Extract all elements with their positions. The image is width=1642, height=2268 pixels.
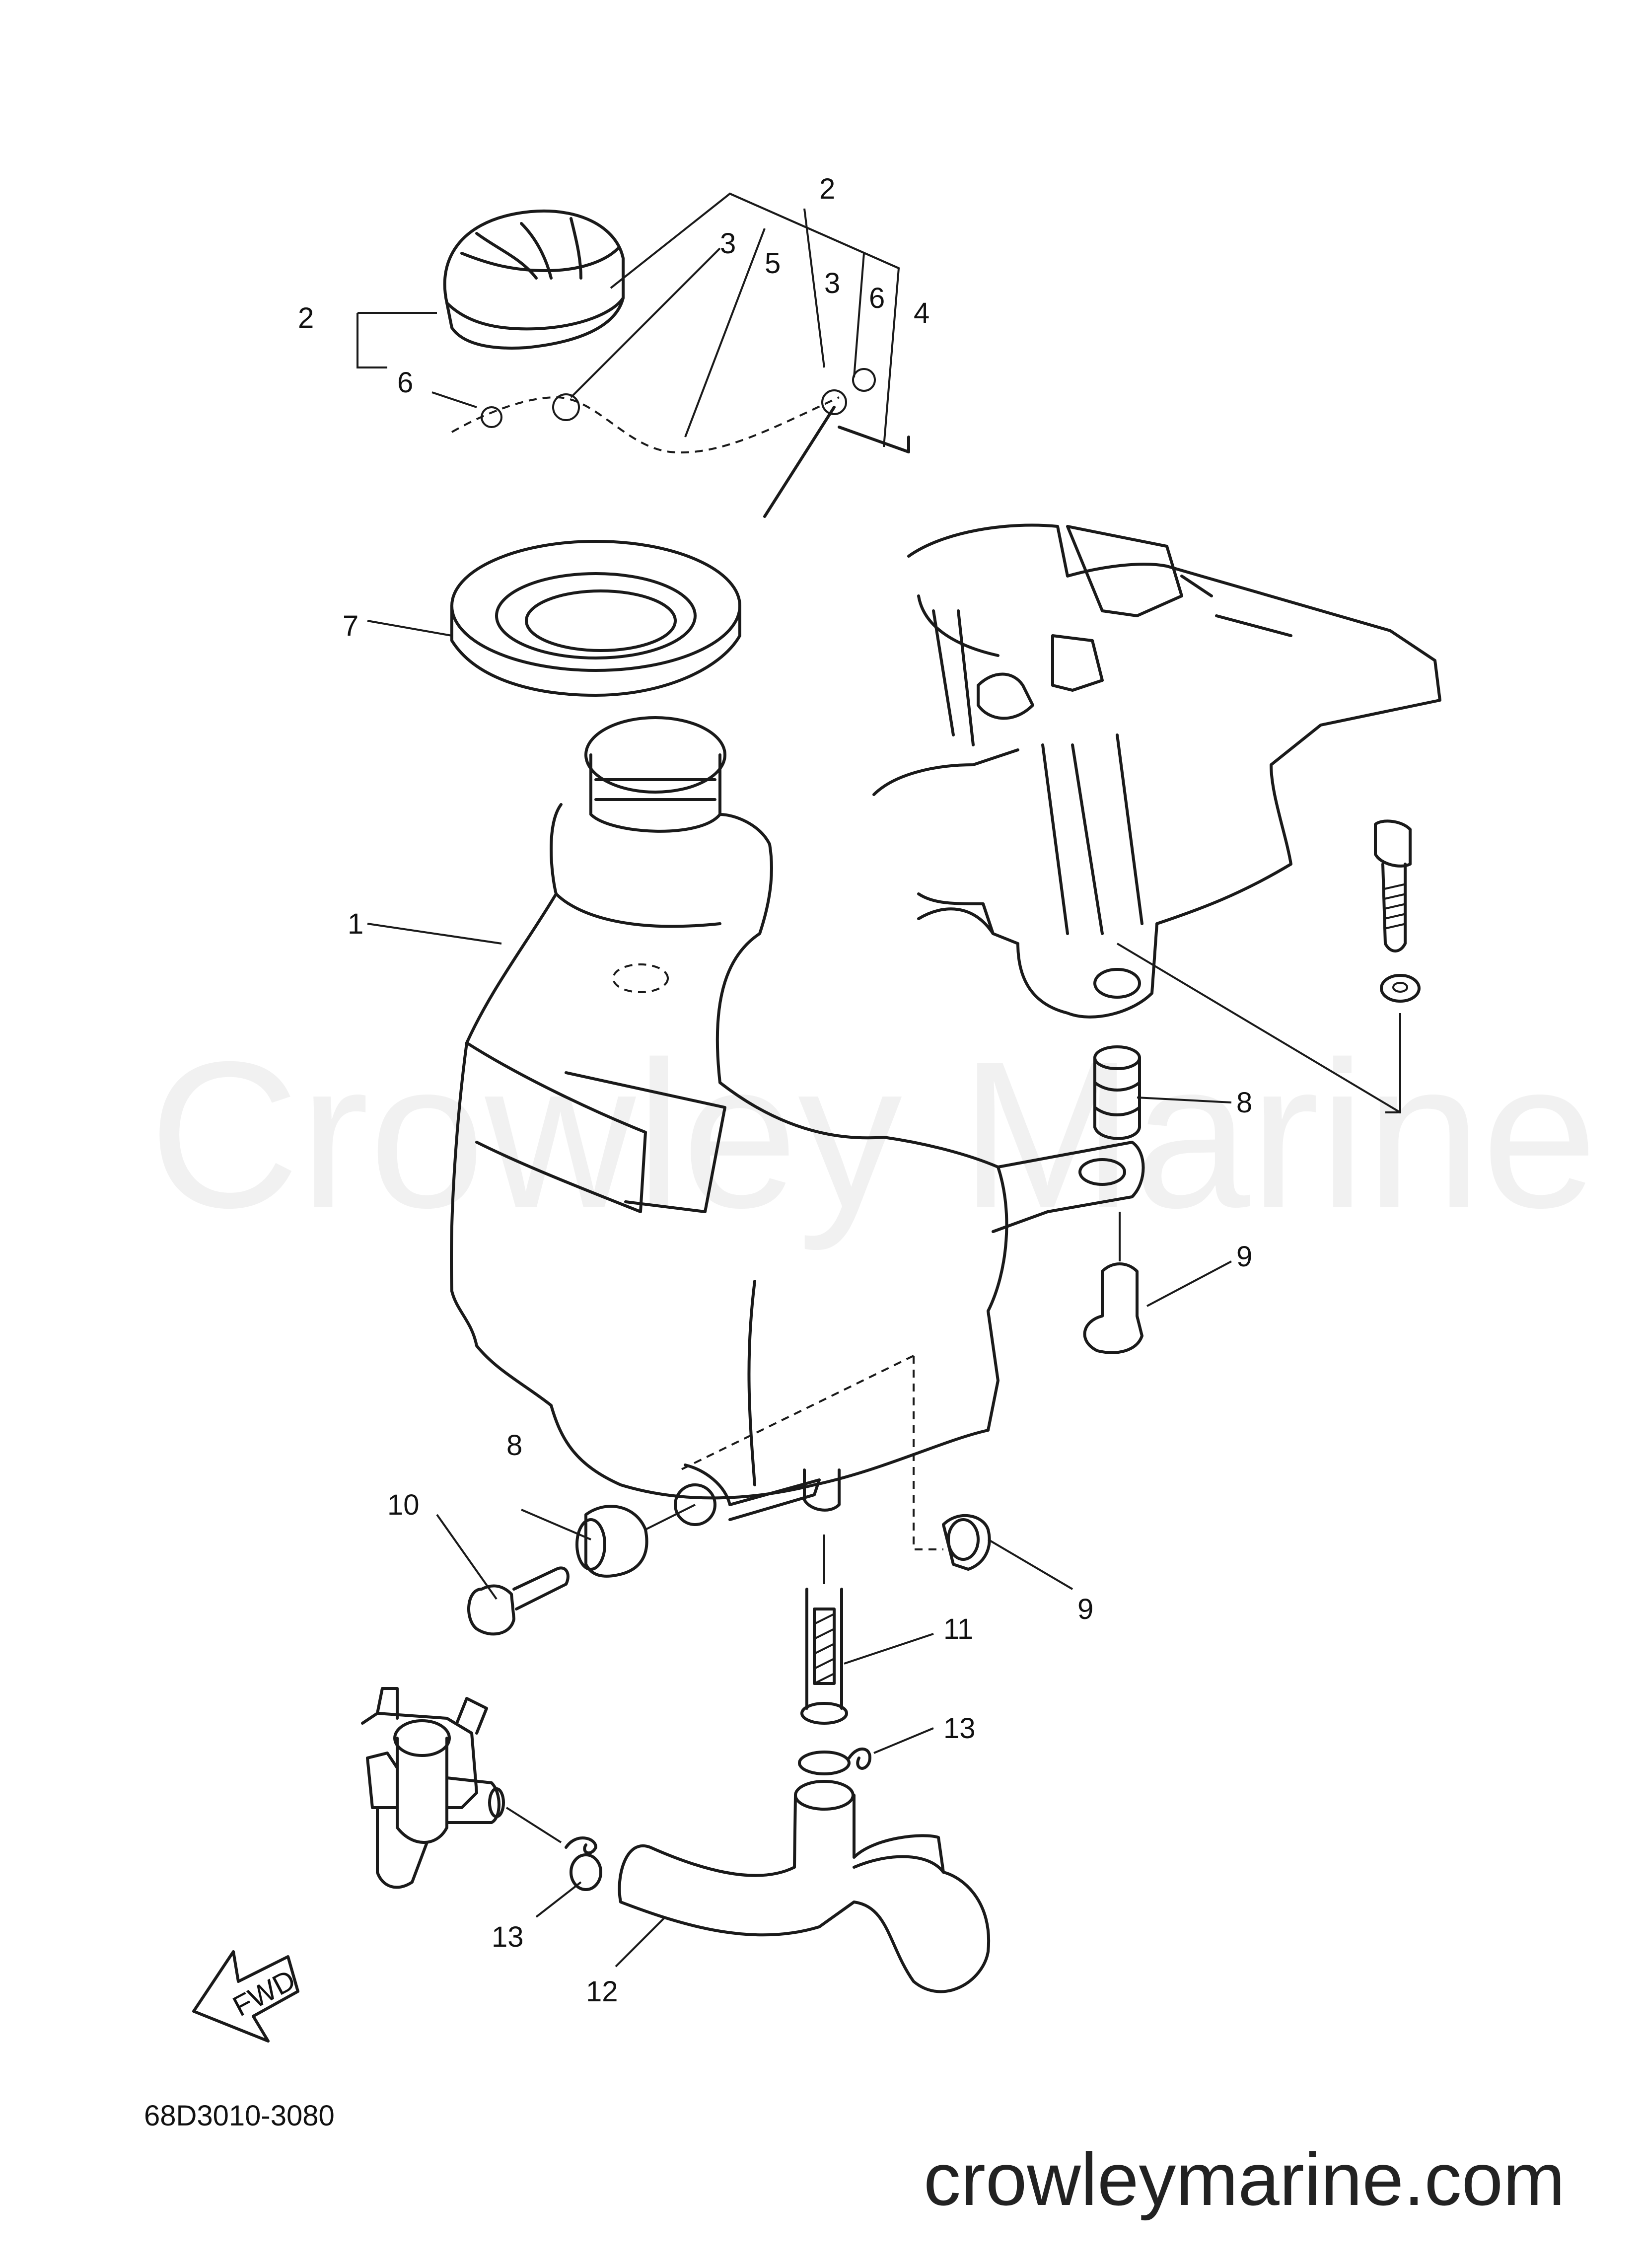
mount-washer-hole [1392, 982, 1408, 993]
callout-1: 1 [348, 908, 363, 940]
mount-bolt [1374, 819, 1412, 952]
engine-bracket [872, 523, 1441, 1019]
grommet-left [575, 1505, 648, 1578]
fuel-tank [450, 716, 1145, 1526]
callout-8-left: 8 [506, 1429, 522, 1462]
fuel-cap [443, 209, 625, 350]
fuel-filter [800, 1588, 848, 1725]
callout-2-left: 2 [298, 302, 314, 334]
callout-4: 4 [914, 297, 929, 329]
callout-9-left: 9 [1077, 1593, 1093, 1625]
diagram-code: 68D3010-3080 [144, 2100, 335, 2132]
watermark-text: Crowley Marine [149, 1019, 1597, 1252]
callout-6-right: 6 [869, 282, 885, 314]
fwd-label: FWD [227, 1964, 300, 2023]
mounting-reference-line [680, 1355, 943, 1550]
callout-13-right: 13 [943, 1712, 976, 1745]
mount-washer [1380, 974, 1421, 1003]
hose-clip-upper [798, 1751, 851, 1775]
grommet-align-line [645, 1504, 696, 1531]
bolt-leader [1116, 943, 1401, 1113]
callout-11: 11 [943, 1613, 973, 1645]
callout-3-right: 3 [824, 267, 840, 299]
fwd-arrow-icon: FWD [192, 1950, 301, 2043]
callout-12: 12 [586, 1975, 618, 2008]
grommet-right [1093, 1045, 1141, 1140]
filler-seal [450, 540, 741, 697]
hose-clip-lower-tab [565, 1836, 597, 1855]
fuel-cock [361, 1687, 562, 1889]
bolt-left [467, 1566, 570, 1636]
collar-right [1083, 1262, 1143, 1354]
callout-9-right: 9 [1236, 1241, 1252, 1273]
callout-10: 10 [387, 1489, 420, 1521]
fuel-hose [618, 1780, 991, 1993]
callout-13-left: 13 [492, 1921, 524, 1953]
callout-5: 5 [765, 247, 781, 280]
hose-clip-lower [570, 1853, 602, 1891]
callout-6-left: 6 [397, 366, 413, 399]
collar-left [942, 1514, 991, 1571]
callout-8-right: 8 [1236, 1087, 1252, 1119]
callout-leaders [357, 192, 1232, 1968]
callout-7: 7 [343, 610, 358, 642]
cap-chain [451, 368, 910, 518]
website-url: crowleymarine.com [924, 2137, 1565, 2221]
hose-clip-upper-tab [848, 1747, 871, 1770]
callout-3-left: 3 [720, 227, 736, 260]
callout-labels: 1 2 2 3 3 4 5 6 6 7 8 8 9 9 10 11 12 13 … [298, 173, 1252, 2008]
callout-2-right: 2 [819, 173, 835, 205]
